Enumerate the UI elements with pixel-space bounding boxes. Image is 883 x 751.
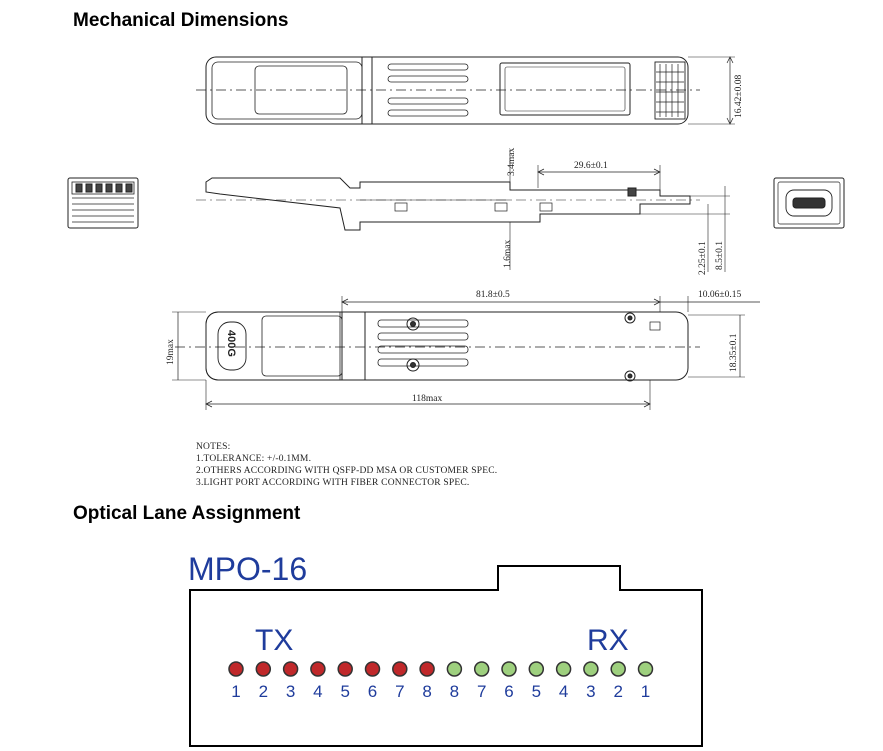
rx-pin-number: 1 bbox=[641, 682, 650, 701]
notes-heading: NOTES: bbox=[196, 442, 230, 452]
section-title-mechanical-dimensions: Mechanical Dimensions bbox=[73, 10, 289, 31]
tx-fiber-1 bbox=[228, 661, 244, 677]
rx-fiber-6 bbox=[501, 661, 517, 677]
connector-outline bbox=[189, 565, 703, 747]
dim-bottom-19: 19max bbox=[166, 339, 176, 365]
tx-pin-number: 5 bbox=[340, 682, 349, 701]
dim-side-8-5: 8.5±0.1 bbox=[715, 241, 725, 270]
tx-fiber-4 bbox=[310, 661, 326, 677]
rx-fiber-2 bbox=[610, 661, 626, 677]
section-title-optical-lane-assignment: Optical Lane Assignment bbox=[73, 503, 301, 524]
rx-fiber-5 bbox=[528, 661, 545, 677]
tx-fiber-8 bbox=[419, 661, 435, 677]
tx-fiber-7 bbox=[392, 661, 408, 677]
dim-side-29-6: 29.6±0.1 bbox=[574, 161, 608, 171]
tx-label: TX bbox=[255, 624, 293, 657]
tx-pin-number: 6 bbox=[368, 682, 377, 701]
rx-fiber-7 bbox=[473, 661, 490, 677]
dim-side-2-25: 2.25±0.1 bbox=[698, 241, 708, 275]
tx-pin-number: 8 bbox=[422, 682, 431, 701]
note-line: 2.OTHERS ACCORDING WITH QSFP-DD MSA OR C… bbox=[196, 466, 497, 476]
pull-tab-label-400g: 400G bbox=[225, 330, 237, 357]
left-end-view bbox=[67, 177, 139, 229]
tx-pin-number: 3 bbox=[286, 682, 295, 701]
dim-bottom-118: 118max bbox=[412, 394, 443, 404]
tx-fiber-6 bbox=[364, 661, 381, 677]
tx-fiber-5 bbox=[337, 661, 353, 677]
right-end-view bbox=[773, 177, 845, 229]
tx-fiber-3 bbox=[282, 661, 299, 677]
note-line: 1.TOLERANCE: +/-0.1MM. bbox=[196, 454, 311, 464]
mpo-title: MPO-16 bbox=[188, 551, 307, 587]
dim-width-top: 16.42±0.08 bbox=[734, 75, 744, 118]
note-line: 3.LIGHT PORT ACCORDING WITH FIBER CONNEC… bbox=[196, 478, 470, 488]
rx-pin-number: 6 bbox=[504, 682, 513, 701]
tx-pin-number: 2 bbox=[259, 682, 268, 701]
rx-pin-number: 4 bbox=[559, 682, 568, 701]
tx-pin-number: 7 bbox=[395, 682, 404, 701]
rx-fiber-8 bbox=[446, 661, 463, 677]
dim-side-3-4: 3.4max bbox=[507, 148, 517, 176]
dim-bottom-10-06: 10.06±0.15 bbox=[698, 290, 741, 300]
side-view bbox=[196, 150, 730, 272]
rx-fiber-3 bbox=[583, 661, 599, 677]
tx-pin-number: 1 bbox=[231, 682, 240, 701]
rx-fiber-4 bbox=[555, 661, 572, 677]
rx-pin-number: 3 bbox=[586, 682, 595, 701]
drawing-notes: NOTES: 1.TOLERANCE: +/-0.1MM. 2.OTHERS A… bbox=[196, 442, 497, 488]
dim-side-1-6: 1.6max bbox=[503, 240, 513, 268]
tx-pin-number: 4 bbox=[313, 682, 322, 701]
dim-bottom-81-8: 81.8±0.5 bbox=[476, 290, 510, 300]
dim-bottom-18-35: 18.35±0.1 bbox=[729, 333, 739, 372]
rx-pin-number: 8 bbox=[450, 682, 459, 701]
rx-pin-number: 5 bbox=[532, 682, 541, 701]
rx-fiber-1 bbox=[637, 661, 654, 677]
rx-pin-number: 2 bbox=[613, 682, 622, 701]
rx-label: RX bbox=[587, 624, 629, 657]
bottom-view bbox=[172, 296, 760, 410]
top-view bbox=[196, 56, 735, 125]
rx-pin-number: 7 bbox=[477, 682, 486, 701]
mechanical-drawing: 16.42±0.08 bbox=[67, 56, 845, 488]
tx-fiber-2 bbox=[255, 661, 272, 677]
